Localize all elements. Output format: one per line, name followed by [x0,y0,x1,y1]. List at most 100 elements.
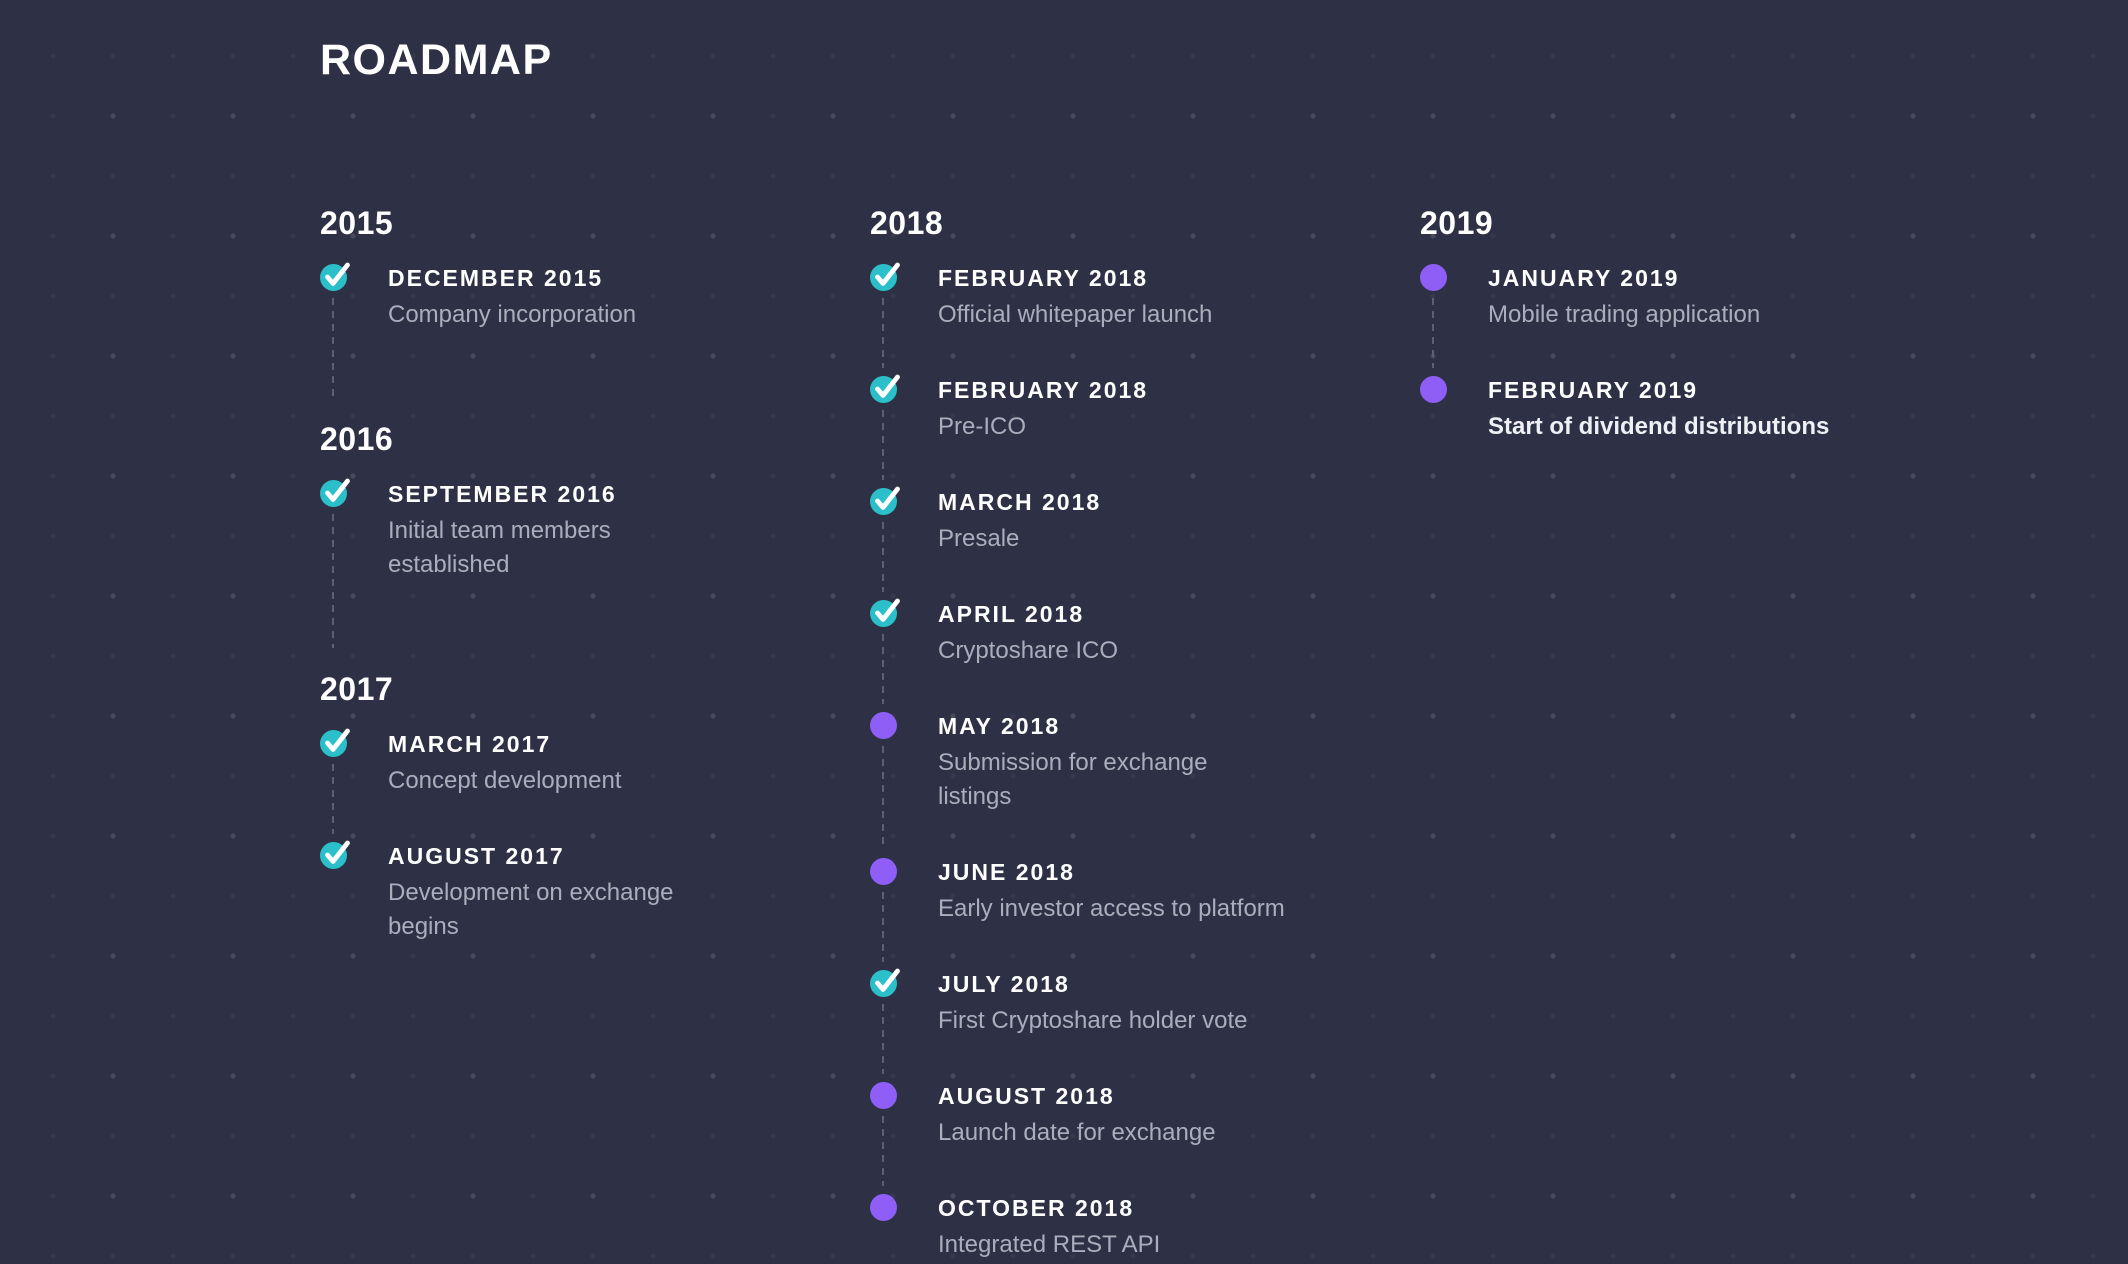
item-date: OCTOBER 2018 [938,1195,1135,1221]
connector-line [332,514,334,648]
year-heading: 2017 [320,671,394,707]
check-circle-icon [870,374,900,403]
item-date: FEBRUARY 2018 [938,265,1149,291]
milestone-dot-icon [1420,264,1447,291]
item-date: AUGUST 2018 [938,1083,1115,1109]
connector-line [332,298,334,398]
item-description: Integrated REST API [938,1231,1161,1258]
item-date: MARCH 2017 [388,731,552,757]
marker-column [870,712,938,814]
check-circle-icon [320,262,350,291]
connector-line [882,410,884,480]
item-date: AUGUST 2017 [388,843,565,869]
milestone-dot-icon [870,712,897,739]
check-circle-icon [870,486,900,515]
marker-column [320,262,388,332]
marker-column [870,1082,938,1150]
marker-column [870,858,938,926]
item-date: FEBRUARY 2018 [938,377,1149,403]
year-heading: 2015 [320,205,394,241]
marker-column [320,840,388,944]
connector-line [882,1004,884,1074]
connector-line [882,1116,884,1186]
item-date: JUNE 2018 [938,859,1075,885]
connector-line [1432,298,1434,368]
item-description: Submission for exchange listings [938,749,1208,810]
milestone-dot-icon [870,1082,897,1109]
milestone-dot-icon [870,858,897,885]
item-description: Presale [938,525,1020,552]
item-description: Cryptoshare ICO [938,637,1119,664]
marker-column [320,728,388,798]
year-heading: 2016 [320,421,394,457]
check-circle-icon [870,968,900,997]
marker-column [1420,376,1488,444]
marker-column [870,1194,938,1262]
year-heading: 2018 [870,205,944,241]
item-date: SEPTEMBER 2016 [388,481,617,507]
item-description: Company incorporation [388,301,637,328]
item-description: Early investor access to platform [938,895,1285,922]
connector-line [882,298,884,368]
connector-line [882,522,884,592]
item-date: DECEMBER 2015 [388,265,604,291]
item-description: Start of dividend distributions [1488,413,1830,440]
check-circle-icon [320,840,350,869]
item-description: Mobile trading application [1488,301,1761,328]
item-description: Initial team members established [388,517,611,578]
item-date: MAY 2018 [938,713,1061,739]
check-circle-icon [320,728,350,757]
connector-line [332,764,334,834]
item-description: Official whitepaper launch [938,301,1213,328]
check-circle-icon [870,598,900,627]
connector-line [882,634,884,704]
marker-column [870,486,938,556]
item-date: FEBRUARY 2019 [1488,377,1699,403]
marker-column [870,968,938,1038]
marker-column [1420,264,1488,332]
item-date: APRIL 2018 [938,601,1085,627]
item-description: Launch date for exchange [938,1119,1216,1146]
item-date: JULY 2018 [938,971,1070,997]
item-description: Concept development [388,767,622,794]
milestone-dot-icon [870,1194,897,1221]
page-title: ROADMAP [320,36,553,84]
check-circle-icon [870,262,900,291]
item-description: Pre-ICO [938,413,1027,440]
milestone-dot-icon [1420,376,1447,403]
